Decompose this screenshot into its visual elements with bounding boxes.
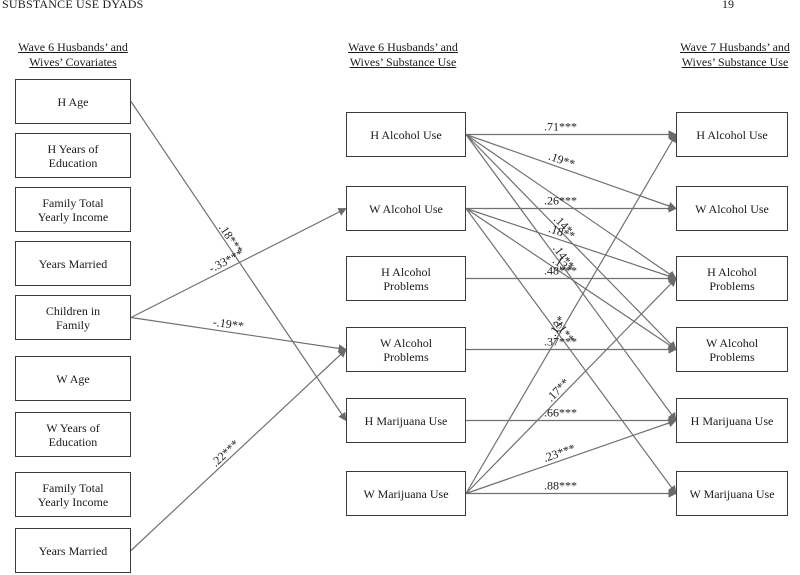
path-arrow: [465, 207, 677, 281]
w7-box-5: W Marijuana Use: [676, 471, 788, 516]
cov-box-2: Family Total Yearly Income: [15, 187, 131, 232]
path-coefficient-label: .22***: [208, 437, 242, 470]
path-arrow: [130, 207, 347, 319]
cov-box-8: Years Married: [15, 528, 131, 573]
w7-box-2: H Alcohol Problems: [676, 256, 788, 301]
cov-box-0: H Age: [15, 79, 131, 124]
cov-box-7: Family Total Yearly Income: [15, 472, 131, 517]
path-coefficient-label: .26***: [544, 194, 577, 208]
cov-box-6: W Years of Education: [15, 412, 131, 457]
w6-box-0: H Alcohol Use: [346, 112, 466, 157]
cov-box-1: H Years of Education: [15, 133, 131, 178]
path-arrow: [465, 134, 677, 422]
wave7-column-header: Wave 7 Husbands’ and Wives’ Substance Us…: [680, 40, 790, 69]
cov-box-3: Years Married: [15, 241, 131, 286]
w7-box-1: W Alcohol Use: [676, 186, 788, 231]
path-coefficient-label: .66***: [544, 406, 577, 420]
covariates-column-header: Wave 6 Husbands’ and Wives’ Covariates: [18, 40, 128, 69]
path-coefficient-label: -.33***: [206, 246, 245, 275]
path-coefficient-label: .48***: [544, 264, 577, 278]
w7-box-4: H Marijuana Use: [676, 398, 788, 443]
w6-box-3: W Alcohol Problems: [346, 327, 466, 372]
w7-box-3: W Alcohol Problems: [676, 327, 788, 372]
page-number: 19: [722, 0, 734, 11]
cov-box-4: Children in Family: [15, 295, 131, 340]
path-arrow: [465, 208, 677, 495]
path-arrow: [465, 419, 677, 495]
running-head: SUBSTANCE USE DYADS: [2, 0, 144, 11]
w6-box-4: H Marijuana Use: [346, 398, 466, 443]
path-arrow: [465, 277, 677, 494]
path-arrow: [130, 101, 347, 422]
w6-box-1: W Alcohol Use: [346, 186, 466, 231]
path-arrow: [465, 134, 677, 279]
path-coefficient-label: -.19**: [212, 315, 245, 333]
path-coefficient-label: .37***: [544, 335, 577, 349]
w6-box-5: W Marijuana Use: [346, 471, 466, 516]
path-arrow: [465, 133, 677, 494]
cov-box-5: W Age: [15, 356, 131, 401]
path-arrow: [130, 348, 347, 551]
w7-box-0: H Alcohol Use: [676, 112, 788, 157]
path-coefficient-label: .71***: [544, 120, 577, 134]
w6-box-2: H Alcohol Problems: [346, 256, 466, 301]
path-arrow: [465, 133, 677, 210]
path-arrow: [130, 316, 347, 353]
wave6-column-header: Wave 6 Husbands’ and Wives’ Substance Us…: [348, 40, 458, 69]
path-coefficient-label: .88***: [544, 479, 577, 493]
